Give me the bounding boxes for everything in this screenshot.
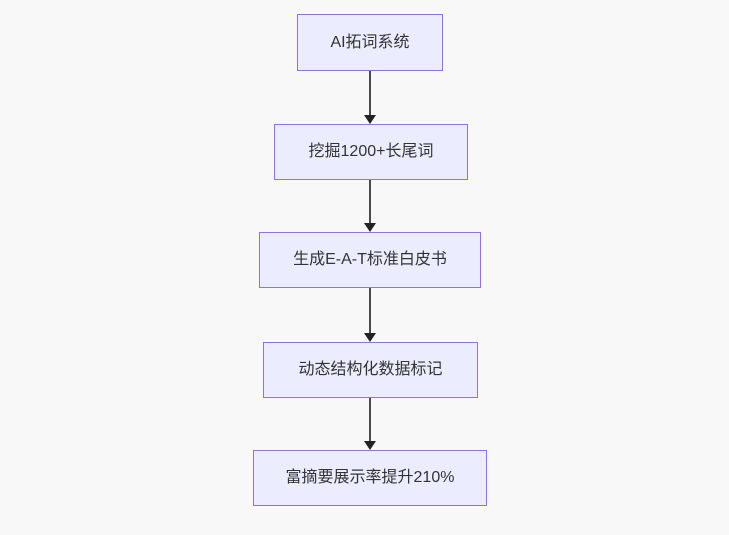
- flowchart-node-eat-whitepaper: 生成E-A-T标准白皮书: [259, 232, 481, 288]
- node-label-structured-data-markup: 动态结构化数据标记: [298, 361, 443, 379]
- flowchart-node-longtail-mining: 挖掘1200+长尾词: [274, 124, 468, 180]
- node-label-eat-whitepaper: 生成E-A-T标准白皮书: [293, 251, 447, 269]
- node-label-rich-snippet-uplift: 富摘要展示率提升210%: [285, 469, 455, 487]
- node-label-longtail-mining: 挖掘1200+长尾词: [308, 143, 434, 161]
- flowchart-arrow-1: [364, 71, 376, 124]
- flowchart-arrow-4: [364, 398, 376, 450]
- flowchart-arrow-2: [364, 180, 376, 232]
- flowchart-node-rich-snippet-uplift: 富摘要展示率提升210%: [253, 450, 487, 506]
- node-label-ai-keyword-system: AI拓词系统: [330, 33, 410, 51]
- flowchart-arrow-3: [364, 288, 376, 342]
- flowchart-node-structured-data-markup: 动态结构化数据标记: [263, 342, 478, 398]
- flowchart-node-ai-keyword-system: AI拓词系统: [297, 14, 443, 71]
